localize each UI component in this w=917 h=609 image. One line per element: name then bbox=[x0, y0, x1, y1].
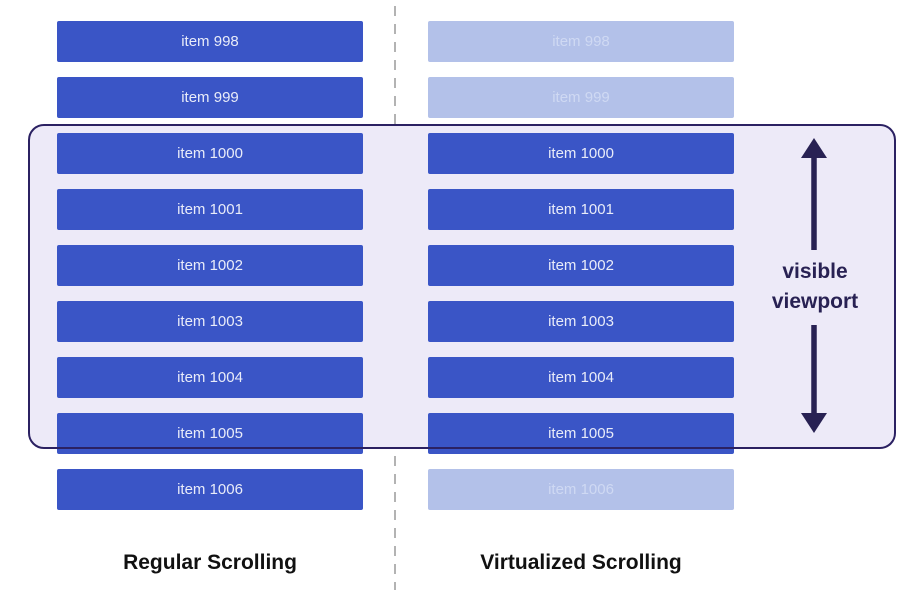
list-item: item 1004 bbox=[57, 357, 363, 398]
list-item: item 1002 bbox=[57, 245, 363, 286]
list-item: item 1005 bbox=[57, 413, 363, 454]
arrow-up-icon bbox=[801, 138, 827, 250]
virtualized-scrolling-caption: Virtualized Scrolling bbox=[480, 551, 682, 574]
list-item-unrendered: item 1006 bbox=[428, 469, 734, 510]
list-item: item 1000 bbox=[57, 133, 363, 174]
list-item: item 1003 bbox=[57, 301, 363, 342]
list-item: item 999 bbox=[57, 77, 363, 118]
list-item: item 1005 bbox=[428, 413, 734, 454]
list-item-unrendered: item 998 bbox=[428, 21, 734, 62]
list-item: item 1001 bbox=[57, 189, 363, 230]
list-item-unrendered: item 999 bbox=[428, 77, 734, 118]
list-item: item 1002 bbox=[428, 245, 734, 286]
list-item: item 998 bbox=[57, 21, 363, 62]
list-item: item 1000 bbox=[428, 133, 734, 174]
list-item: item 1004 bbox=[428, 357, 734, 398]
arrow-down-icon bbox=[801, 325, 827, 433]
list-item: item 1006 bbox=[57, 469, 363, 510]
visible-viewport-label: visible viewport bbox=[771, 260, 859, 313]
regular-scrolling-caption: Regular Scrolling bbox=[123, 551, 297, 574]
list-item: item 1003 bbox=[428, 301, 734, 342]
list-item: item 1001 bbox=[428, 189, 734, 230]
